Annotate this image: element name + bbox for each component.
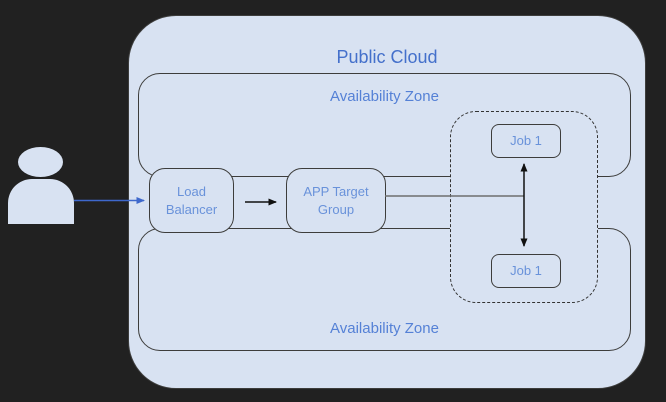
app-target-group-label: APP Target Group (303, 183, 369, 217)
availability-zone-bottom-label: Availability Zone (330, 320, 439, 337)
job-node-top: Job 1 (491, 124, 561, 158)
job-node-bottom: Job 1 (491, 254, 561, 288)
availability-zone-bottom: Availability Zone (138, 228, 631, 351)
public-cloud-label: Public Cloud (336, 47, 438, 67)
public-cloud-container: Public Cloud Availability Zone Availabil… (128, 15, 646, 389)
availability-zone-top-label: Availability Zone (330, 88, 439, 105)
person-body (8, 179, 74, 224)
load-balancer-label: Load Balancer (165, 183, 218, 217)
app-target-group-node: APP Target Group (286, 168, 386, 233)
person-head (18, 147, 63, 177)
load-balancer-node: Load Balancer (149, 168, 234, 233)
job-top-label: Job 1 (510, 133, 542, 148)
job-bottom-label: Job 1 (510, 263, 542, 278)
